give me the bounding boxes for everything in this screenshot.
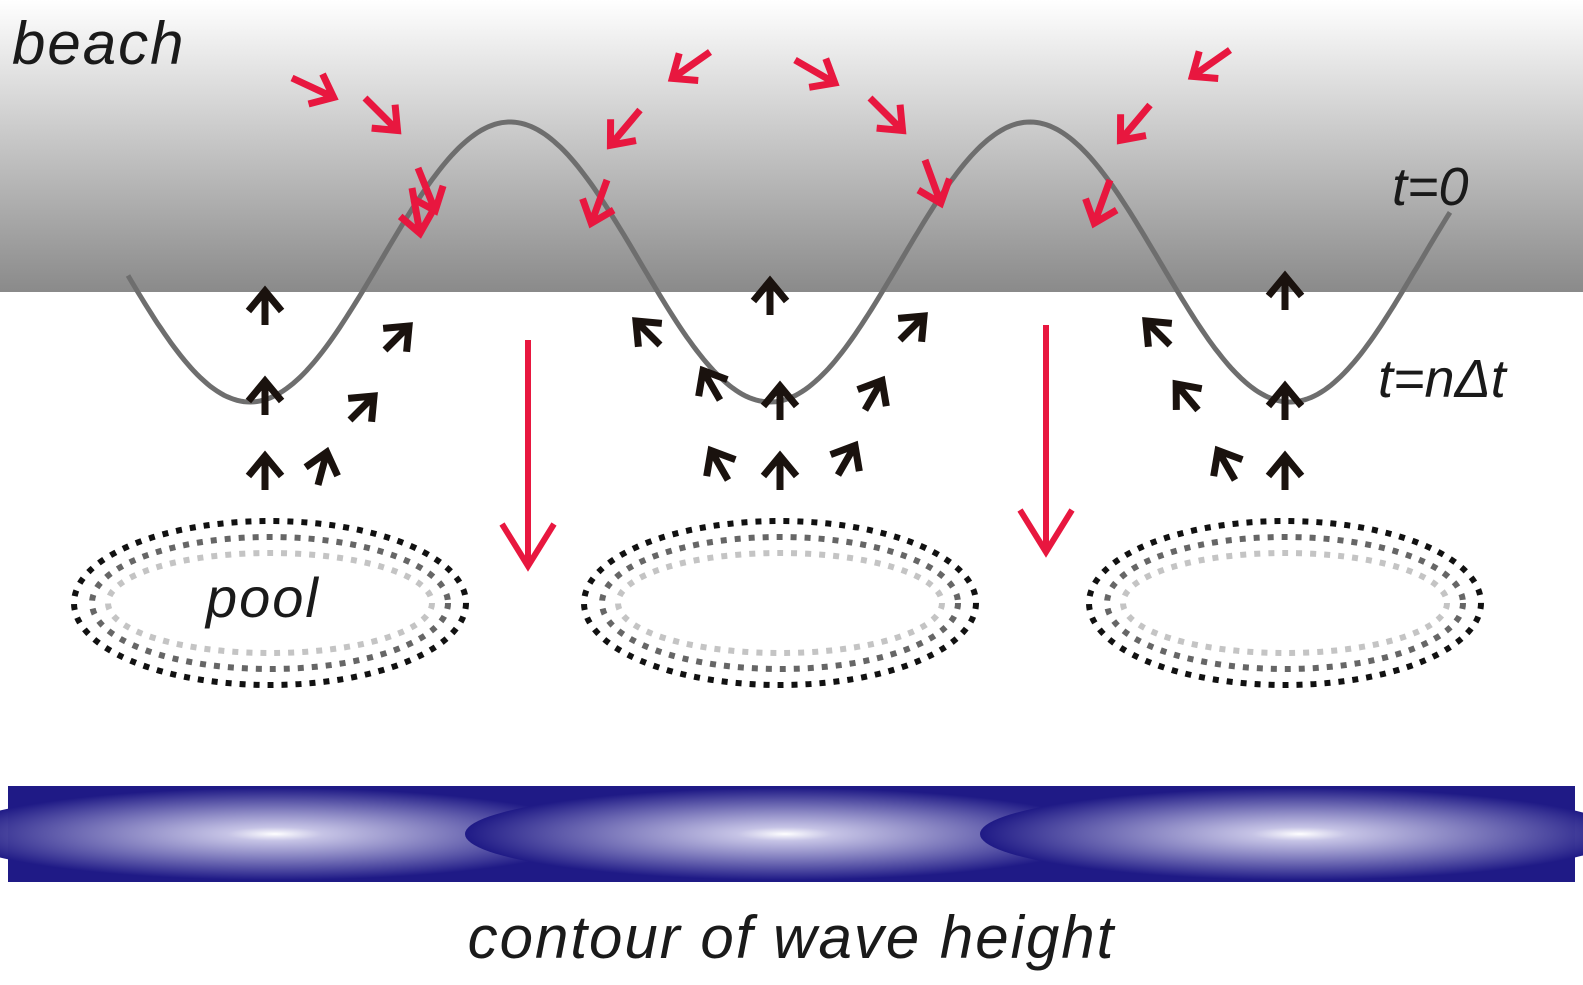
outgoing-wave-arrow — [760, 450, 800, 490]
contour-peak — [980, 788, 1583, 880]
outgoing-wave-arrow — [1265, 380, 1305, 420]
outgoing-wave-arrow — [1172, 379, 1203, 413]
rip-current-head — [1017, 508, 1075, 558]
outgoing-wave-arrow — [703, 445, 737, 482]
pool-contour-ring — [1120, 550, 1450, 656]
incoming-wave-arrow — [290, 72, 339, 108]
outgoing-wave-arrow — [382, 322, 413, 353]
outgoing-wave-arrow — [695, 365, 729, 402]
contour-peak — [0, 788, 595, 880]
outgoing-arrow-group — [245, 270, 1305, 490]
contour-peak — [465, 788, 1105, 880]
rip-current-arrow-group — [499, 325, 1075, 572]
outgoing-wave-arrow — [245, 450, 285, 490]
incoming-wave-arrow — [793, 56, 840, 91]
time-initial-label: t=0 — [1392, 157, 1469, 217]
outgoing-wave-arrow — [632, 317, 663, 348]
incoming-wave-arrow — [410, 166, 447, 216]
beach-band — [0, 0, 1583, 292]
incoming-arrow-group — [290, 47, 1233, 239]
outgoing-wave-arrow — [856, 375, 890, 412]
pool-contour-ring — [1104, 534, 1466, 672]
incoming-wave-arrow — [606, 107, 643, 150]
incoming-wave-arrow — [667, 49, 713, 84]
pool-contour-ring — [599, 534, 961, 672]
pool-contour-ring — [581, 518, 979, 688]
pool-contour-ring — [1086, 518, 1484, 688]
time-later-label: t=nΔt — [1378, 349, 1506, 409]
outgoing-wave-arrow — [1265, 270, 1305, 310]
outgoing-wave-arrow — [303, 446, 341, 486]
outgoing-wave-arrow — [1265, 450, 1305, 490]
incoming-wave-arrow — [397, 187, 436, 239]
pool-contour-ring — [615, 550, 945, 656]
beach-label: beach — [12, 10, 186, 77]
incoming-wave-arrow — [1116, 102, 1153, 145]
outgoing-wave-arrow — [1210, 445, 1244, 482]
outgoing-wave-arrow — [245, 285, 285, 325]
outgoing-wave-arrow — [760, 380, 800, 420]
pool-contour-ring — [89, 534, 451, 672]
outgoing-wave-arrow — [245, 375, 285, 415]
rip-current-head — [499, 522, 557, 572]
outgoing-wave-arrow — [1142, 317, 1173, 348]
pool-label: pool — [206, 566, 320, 629]
pool-group — [71, 518, 1484, 688]
outgoing-wave-arrow — [347, 392, 378, 423]
incoming-wave-arrow — [916, 158, 953, 209]
outgoing-wave-arrow — [750, 275, 790, 315]
pool-contour-ring — [105, 550, 435, 656]
incoming-wave-arrow — [362, 95, 402, 135]
outgoing-wave-arrow — [829, 440, 863, 477]
incoming-wave-arrow — [1187, 47, 1233, 82]
incoming-wave-arrow — [867, 95, 907, 135]
incoming-wave-arrow — [1082, 178, 1119, 229]
incoming-wave-arrow — [579, 178, 616, 229]
contour-caption: contour of wave height — [467, 904, 1116, 971]
outgoing-wave-arrow — [897, 312, 928, 343]
pool-contour-ring — [71, 518, 469, 688]
